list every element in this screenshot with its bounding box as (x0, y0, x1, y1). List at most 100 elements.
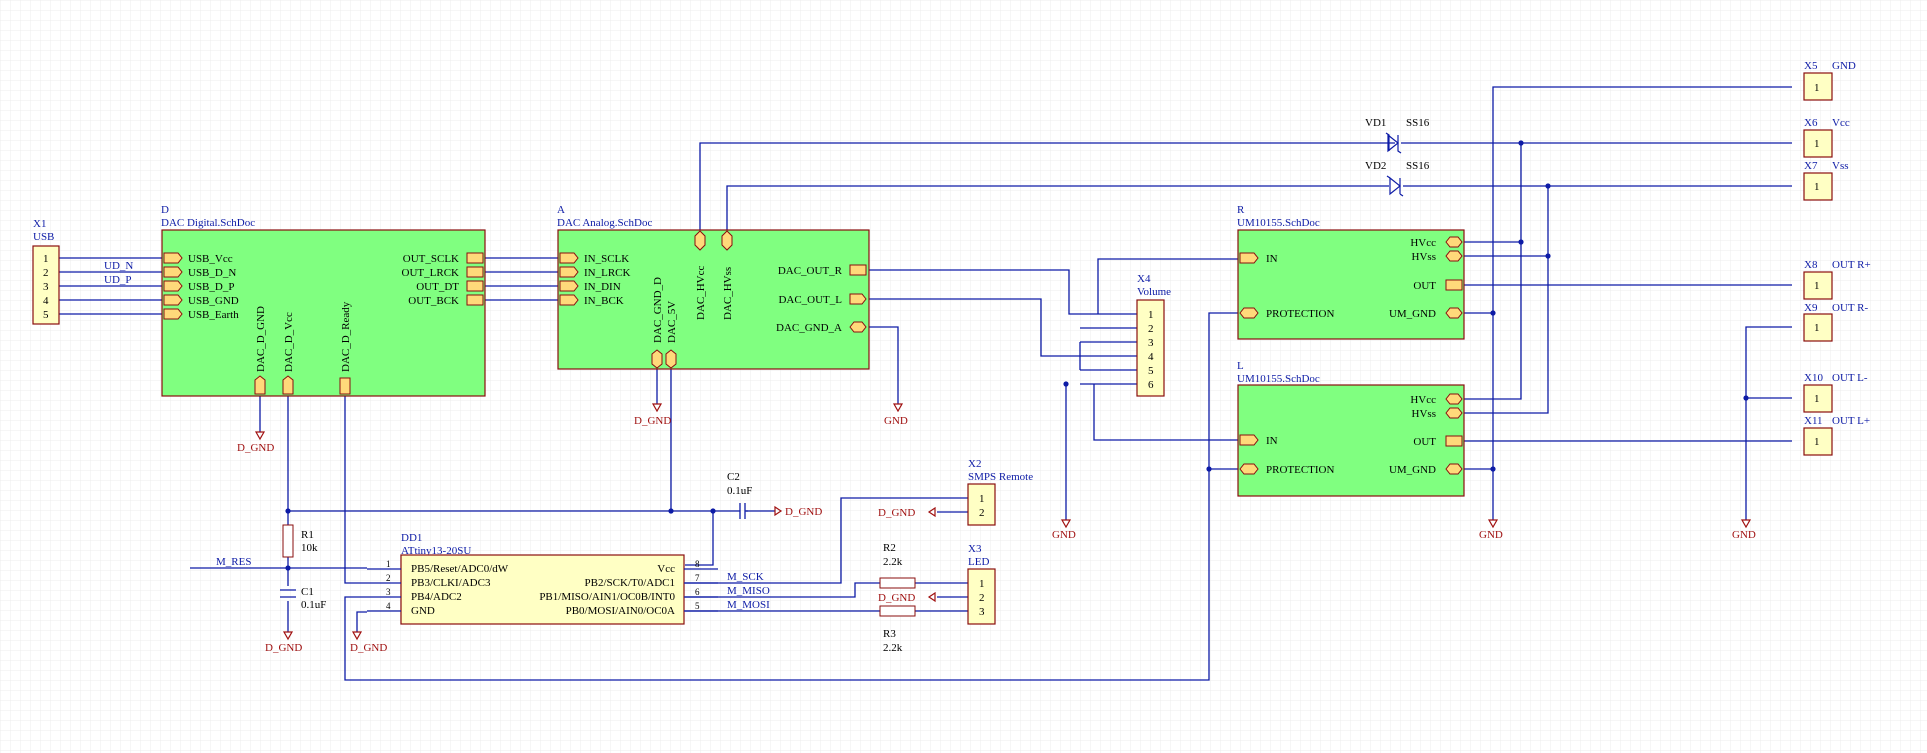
diode-vd1[interactable]: VD1 SS16 (1365, 117, 1430, 154)
sheet-amp-r[interactable]: R UM10155.SchDoc IN PROTECTION HVcc HVss… (1237, 204, 1465, 340)
port-label-usb-earth: USB_Earth (188, 309, 239, 321)
port-usb-gnd (163, 294, 183, 306)
mcu-pin-pb0: PB0/MOSI/AIN0/OC0A (566, 605, 675, 617)
x3-designator: X3 (968, 543, 982, 555)
sheet-amp-l[interactable]: L UM10155.SchDoc IN PROTECTION HVcc HVss… (1237, 360, 1465, 497)
power-d-gnd-c2: D_GND (774, 505, 822, 518)
port-label-dac-d-vcc: DAC_D_Vcc (283, 312, 295, 372)
mcu-pin-pb3: PB3/CLKI/ADC3 (411, 577, 491, 589)
port-label-r-protection: PROTECTION (1266, 308, 1335, 320)
junction-dots (285, 140, 1749, 571)
gnd-out-minus: GND (1732, 519, 1756, 541)
resistor-r2[interactable]: R2 2.2k (879, 542, 916, 589)
mcu-num-7: 7 (695, 573, 700, 583)
port-dac-hvss (721, 230, 733, 251)
port-dac-hvcc (694, 230, 706, 251)
port-dac-out-l (849, 293, 867, 305)
connector-x4[interactable]: X4 Volume 1 2 3 4 5 6 (1136, 273, 1171, 397)
port-label-l-out: OUT (1413, 436, 1436, 448)
connector-x9[interactable]: X9 OUT R- 1 (1803, 302, 1868, 342)
connector-x5[interactable]: X5 GND 1 (1803, 60, 1856, 101)
junction-dot (1063, 381, 1069, 387)
power-d-gnd-x2: D_GND (878, 506, 936, 519)
connector-x1[interactable]: X1 USB 1 2 3 4 5 (32, 218, 60, 325)
x9-value: OUT R- (1832, 302, 1868, 314)
port-dac-d-ready (339, 377, 351, 395)
port-label-in-din: IN_DIN (584, 281, 621, 293)
net-label-m-mosi: M_MOSI (727, 599, 770, 611)
port-out-dt (466, 280, 484, 292)
connector-x10[interactable]: X10 OUT L- 1 (1803, 372, 1868, 413)
mcu-dd1[interactable]: DD1 ATtiny13-20SU PB5/Reset/ADC0/dW PB3/… (367, 532, 718, 625)
wire-out-r (869, 269, 1137, 315)
sheet-l-file: UM10155.SchDoc (1237, 373, 1320, 385)
x2-designator: X2 (968, 458, 981, 470)
r2-value: 2.2k (883, 556, 903, 568)
port-dac-5v (665, 349, 677, 369)
port-label-usb-d-p: USB_D_P (188, 281, 234, 293)
port-label-in-lrck: IN_LRCK (584, 267, 631, 279)
port-usb-vcc (163, 252, 183, 264)
vd1-value: SS16 (1406, 117, 1430, 129)
wire-vol-2-3 (1079, 327, 1137, 370)
r1-designator: R1 (301, 529, 314, 541)
x7-pin: 1 (1814, 181, 1820, 193)
port-usb-earth (163, 308, 183, 320)
x1-value: USB (33, 231, 54, 243)
d-gnd-label: D_GND (785, 506, 822, 518)
mcu-pin-pb2: PB2/SCK/T0/ADC1 (585, 577, 675, 589)
x2-value: SMPS Remote (968, 471, 1033, 483)
wire-dac-d-ready (344, 396, 367, 584)
x4-pin-4: 4 (1148, 351, 1154, 363)
wire-out-minus (1745, 326, 1792, 520)
connector-x3[interactable]: X3 LED 1 2 3 (967, 543, 996, 625)
sheet-dac-digital[interactable]: D DAC Digital.SchDoc USB_Vcc USB_D_N USB… (161, 204, 486, 397)
gnd-volume: GND (1052, 519, 1076, 541)
power-d-gnd-x3: D_GND (878, 591, 936, 604)
x8-value: OUT R+ (1832, 259, 1871, 271)
port-label-dac-out-l: DAC_OUT_L (778, 294, 842, 306)
port-label-dac-d-ready: DAC_D_Ready (340, 301, 352, 372)
capacitor-c1[interactable]: C1 0.1uF (280, 586, 326, 611)
d-gnd-label: D_GND (237, 442, 274, 454)
port-r-out (1445, 279, 1463, 291)
junction-dot (285, 565, 291, 571)
resistor-r3[interactable]: R3 2.2k (879, 605, 916, 654)
port-in-bck (559, 294, 579, 306)
port-label-dac-gnd-d: DAC_GND_D (652, 277, 664, 343)
connector-x2[interactable]: X2 SMPS Remote 1 2 (967, 458, 1033, 526)
wire-gnd-a (869, 326, 899, 404)
wire-hvss-bus (1464, 186, 1549, 414)
capacitor-c2[interactable]: C2 0.1uF (727, 471, 752, 519)
x8-designator: X8 (1804, 259, 1818, 271)
sheet-d-designator: D (161, 204, 169, 216)
x6-pin: 1 (1814, 138, 1820, 150)
connector-x7[interactable]: X7 Vss 1 (1803, 160, 1849, 201)
port-out-lrck (466, 266, 484, 278)
mcu-num-4: 4 (386, 601, 391, 611)
connector-x6[interactable]: X6 Vcc 1 (1803, 117, 1850, 158)
x10-pin: 1 (1814, 393, 1820, 405)
d-gnd-label: D_GND (878, 592, 915, 604)
port-label-r-out: OUT (1413, 280, 1436, 292)
dd1-designator: DD1 (401, 532, 422, 544)
sheet-dac-analog[interactable]: A DAC Analog.SchDoc IN_SCLK IN_LRCK IN_D… (557, 204, 870, 370)
c1-designator: C1 (301, 586, 314, 598)
connector-x11[interactable]: X11 OUT L+ 1 (1803, 415, 1870, 456)
d-gnd-label: D_GND (878, 507, 915, 519)
diode-vd2[interactable]: VD2 SS16 (1365, 160, 1430, 197)
port-label-usb-gnd: USB_GND (188, 295, 239, 307)
connector-x8[interactable]: X8 OUT R+ 1 (1803, 259, 1871, 300)
port-in-sclk (559, 252, 579, 264)
port-label-out-dt: OUT_DT (416, 281, 459, 293)
sheet-l-designator: L (1237, 360, 1244, 372)
port-usb-d-n (163, 266, 183, 278)
port-label-dac-hvss: DAC_HVss (722, 267, 734, 320)
r1-value: 10k (301, 542, 318, 554)
port-out-sclk (466, 252, 484, 264)
gnd-label: GND (1052, 529, 1076, 541)
c2-value: 0.1uF (727, 485, 752, 497)
x4-pin-6: 6 (1148, 379, 1154, 391)
resistor-r1[interactable]: R1 10k (282, 524, 318, 558)
junction-dot (1545, 253, 1551, 259)
